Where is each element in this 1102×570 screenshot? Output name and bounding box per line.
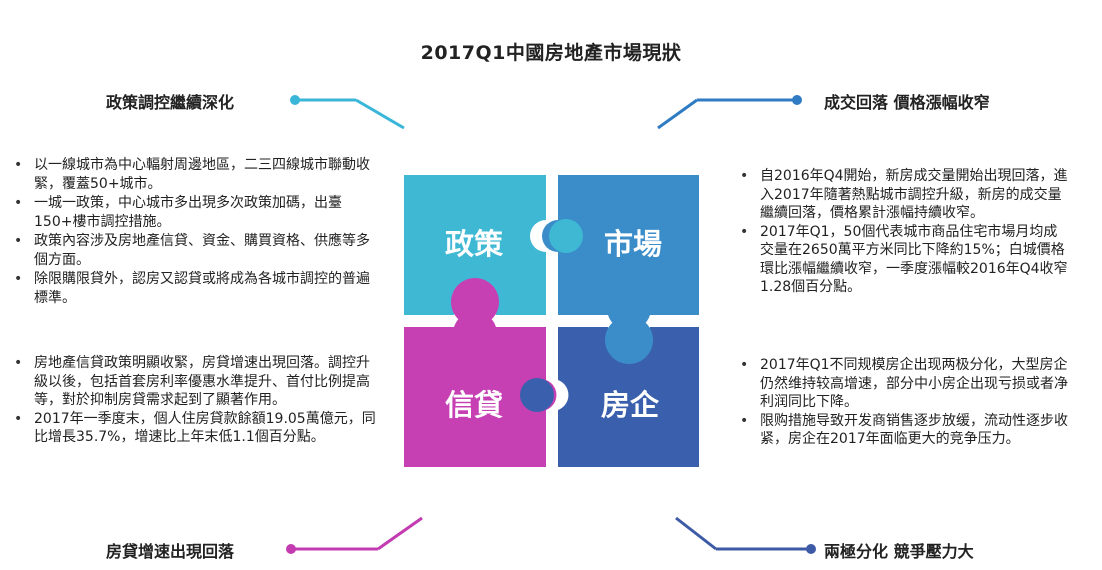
puzzle: 政策 市場 信貸 房企 — [404, 175, 699, 467]
policy-bullet: 一城一政策，中心城市多出現多次政策加碼，出臺150+樓市調控措施。 — [10, 194, 382, 231]
mortgage-bullet: 房地產信貸政策明顯收緊，房貸增速出現回落。調控升級以後，包括首套房利率優惠水準提… — [10, 354, 382, 410]
puzzle-piece-enterprise — [558, 327, 699, 467]
puzzle-tab-enterprise — [520, 378, 554, 412]
puzzle-tab-market — [605, 316, 653, 364]
mortgage-bullet: 2017年一季度末，個人住房貸款餘額19.05萬億元，同比增長35.7%，增速比… — [10, 410, 382, 447]
heading-developers: 兩極分化 競爭壓力大 — [824, 542, 974, 561]
transactions-bullet-list: 自2016年Q4開始，新房成交量開始出現回落，進入2017年隨著熱點城市調控升級… — [736, 167, 1068, 297]
page-title: 2017Q1中國房地產市場現狀 — [420, 42, 682, 64]
puzzle-label-policy: 政策 — [445, 227, 504, 261]
heading-policy: 政策調控繼續深化 — [106, 93, 235, 112]
transactions-bullet: 自2016年Q4開始，新房成交量開始出現回落，進入2017年隨著熱點城市調控升級… — [736, 167, 1068, 223]
transactions-bullet: 2017年Q1，50個代表城市商品住宅市場月均成交量在2650萬平方米同比下降約… — [736, 223, 1068, 297]
puzzle-label-credit: 信貸 — [445, 388, 503, 422]
policy-bullet: 政策內容涉及房地產信貸、資金、購買資格、供應等多個方面。 — [10, 232, 382, 269]
connector-bottom-left — [286, 516, 423, 554]
puzzle-piece-credit — [404, 311, 557, 467]
policy-bullet: 除限購限貸外，認房又認貸或將成為各城市調控的普遍標準。 — [10, 270, 382, 307]
connector-top-left — [290, 95, 405, 130]
puzzle-tab-credit — [451, 278, 499, 326]
developers-bullet: 2017年Q1不同规模房企出现两极分化，大型房企仍然维持较高增速，部分中小房企出… — [736, 356, 1068, 412]
puzzle-piece-policy — [404, 175, 546, 315]
connector-top-right — [657, 95, 802, 130]
developers-bullet: 限购措施导致开发商销售逐步放缓，流动性逐步收紧，房企在2017年面临更大的竞争压… — [736, 412, 1068, 449]
puzzle-label-market: 市場 — [604, 227, 662, 261]
puzzle-piece-market — [542, 175, 699, 331]
policy-bullet-list: 以一線城市為中心輻射周邊地區，二三四線城市聯動收緊，覆蓋50+城市。 一城一政策… — [10, 156, 382, 307]
developers-bullet-list: 2017年Q1不同规模房企出现两极分化，大型房企仍然维持较高增速，部分中小房企出… — [736, 356, 1068, 449]
puzzle-tab-policy — [549, 219, 583, 253]
puzzle-label-enterprise: 房企 — [601, 388, 660, 422]
policy-bullet: 以一線城市為中心輻射周邊地區，二三四線城市聯動收緊，覆蓋50+城市。 — [10, 156, 382, 193]
heading-transactions: 成交回落 價格漲幅收窄 — [824, 93, 990, 112]
connector-bottom-right — [675, 516, 816, 554]
heading-mortgage: 房貸增速出現回落 — [106, 542, 235, 561]
mortgage-bullet-list: 房地產信貸政策明顯收緊，房貸增速出現回落。調控升級以後，包括首套房利率優惠水準提… — [10, 354, 382, 447]
